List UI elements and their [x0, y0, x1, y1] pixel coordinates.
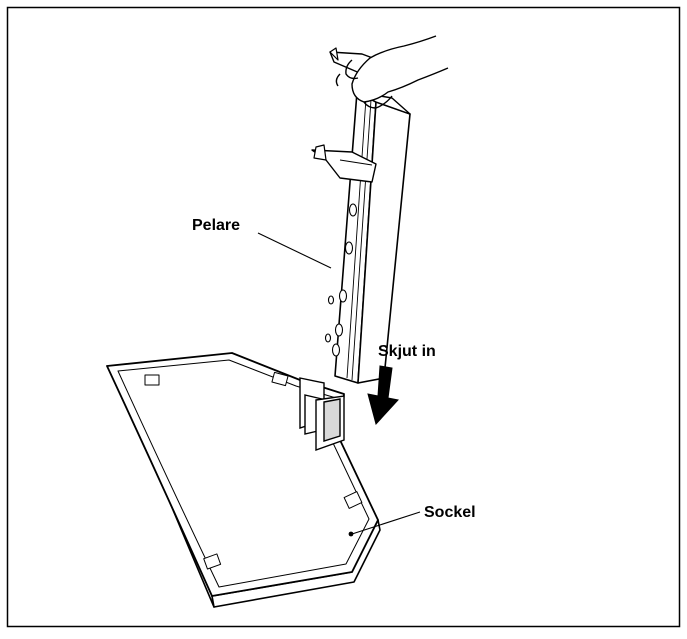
- base-foot: [203, 553, 222, 570]
- leader-dot-base: [348, 531, 354, 537]
- base-plate-top: [106, 352, 379, 597]
- base-foot: [271, 371, 289, 387]
- base-plate: [106, 352, 381, 608]
- hand: [335, 35, 449, 109]
- pillar-holes: [324, 203, 358, 357]
- leader-line-pillar: [257, 232, 332, 269]
- label-pillar: Pelare: [192, 217, 241, 234]
- pillar-channel: [346, 97, 372, 381]
- figure-frame: [6, 6, 681, 628]
- slide-in-arrow: [367, 365, 399, 426]
- base-foot: [144, 374, 160, 386]
- label-slide-in: Skjut in: [378, 343, 436, 360]
- base-socket: [299, 377, 345, 451]
- base-foot: [343, 491, 363, 509]
- leader-line-base: [351, 511, 421, 535]
- base-plate-inner-rim: [117, 359, 370, 588]
- label-base: Sockel: [424, 504, 476, 521]
